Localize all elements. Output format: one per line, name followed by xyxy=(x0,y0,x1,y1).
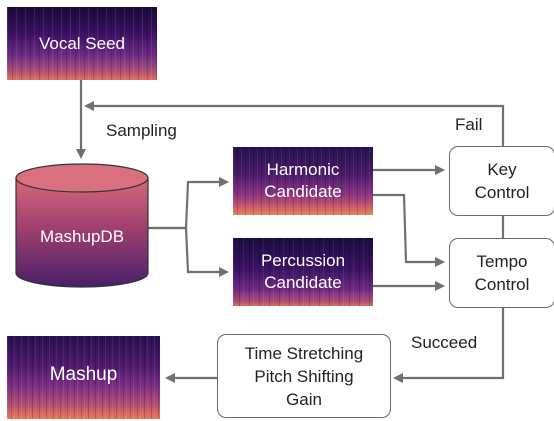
arrow-db-to-percussion xyxy=(148,226,229,277)
sampling-label: Sampling xyxy=(106,121,177,140)
vocal-seed-label: Vocal Seed xyxy=(38,33,125,53)
arrow-fail-loop xyxy=(84,101,505,146)
vocal-seed-node: Vocal Seed xyxy=(7,7,157,80)
fail-label: Fail xyxy=(455,115,483,134)
transform-node: Time Stretching Pitch Shifting Gain xyxy=(217,334,391,418)
tempo-control-node: Tempo Control xyxy=(449,238,554,308)
arrow-harmonic-to-tempo xyxy=(373,193,445,267)
mashup-node: Mashup xyxy=(7,336,160,419)
harmonic-candidate-label: Harmonic Candidate xyxy=(264,160,342,201)
mashup-label: Mashup xyxy=(49,364,118,385)
key-control-node: Key Control xyxy=(449,146,554,216)
harmonic-candidate-node: Harmonic Candidate xyxy=(233,147,373,215)
mashupdb-cylinder xyxy=(15,163,149,288)
percussion-candidate-node: Percussion Candidate xyxy=(233,238,373,306)
arrow-db-to-harmonic xyxy=(148,177,229,230)
percussion-candidate-label: Percussion Candidate xyxy=(260,251,346,292)
arrow-tempo-to-transform xyxy=(393,307,505,383)
succeed-label: Succeed xyxy=(411,333,478,352)
mashupdb-label: MashupDB xyxy=(39,227,125,246)
